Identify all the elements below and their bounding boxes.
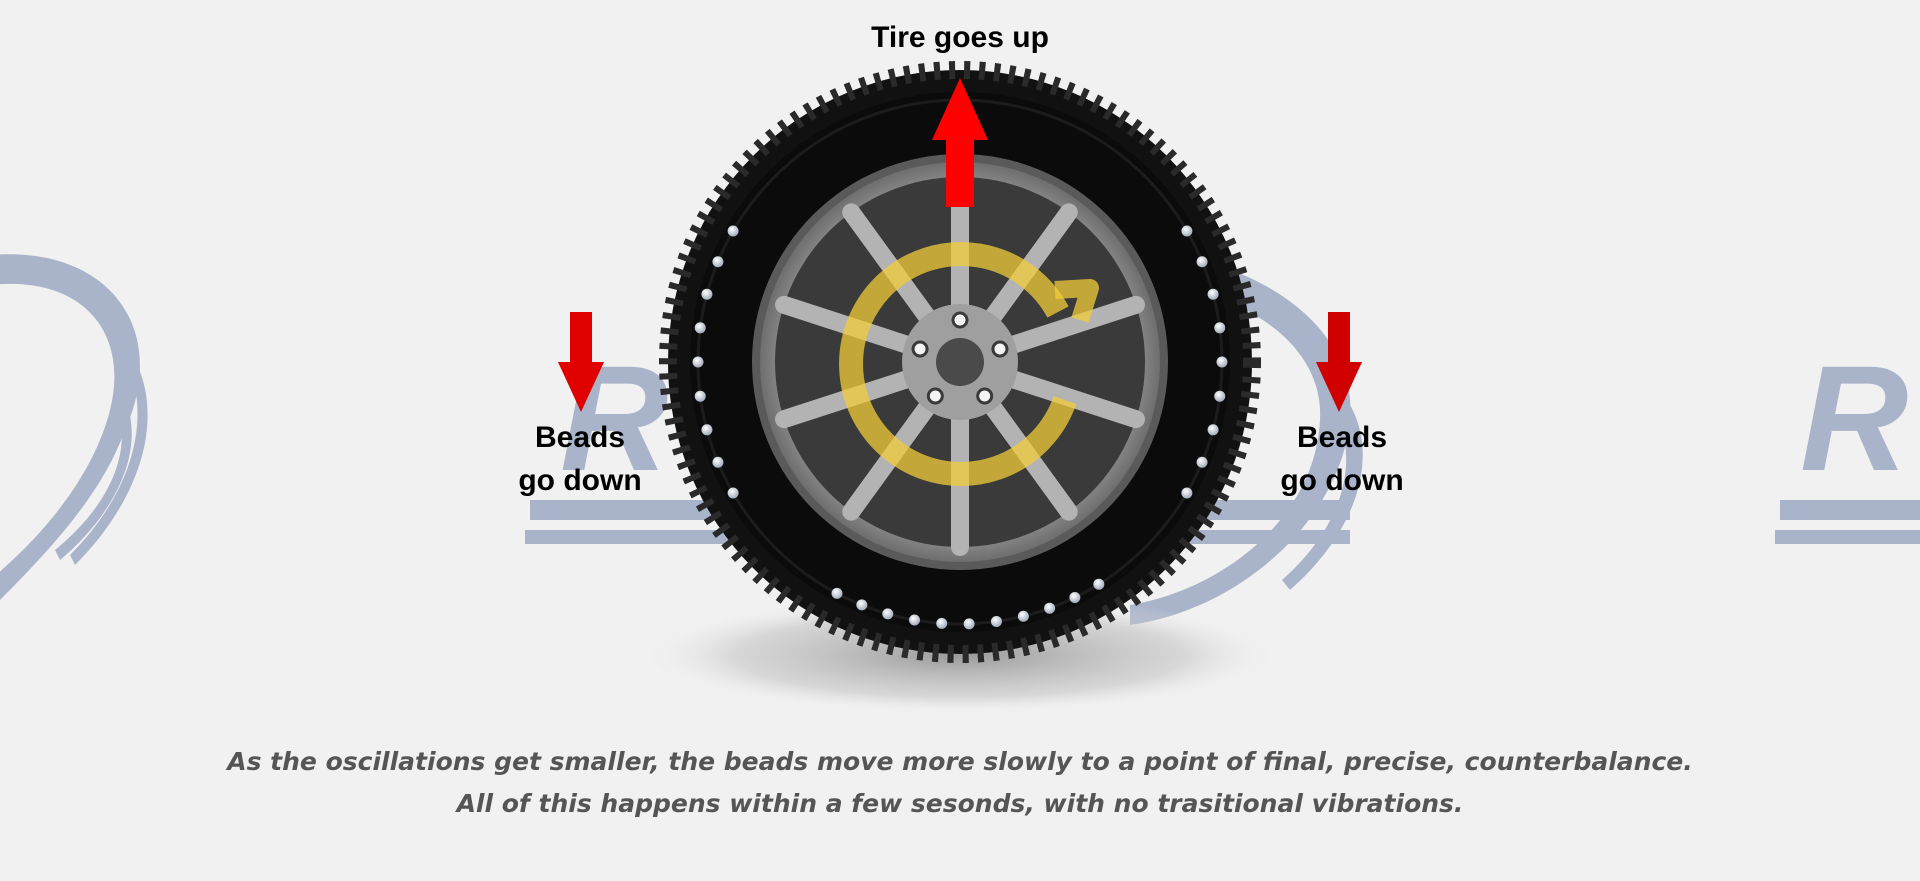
- bead-icon: [1208, 289, 1219, 300]
- lug-nut-icon: [993, 342, 1007, 356]
- bead-icon: [712, 256, 723, 267]
- top-label-text: Tire goes up: [840, 18, 1080, 58]
- bead-icon: [701, 424, 712, 435]
- bead-icon: [1214, 322, 1225, 333]
- tire-goes-up-label: Tire goes up: [840, 18, 1080, 58]
- bead-icon: [882, 608, 893, 619]
- bead-icon: [693, 357, 704, 368]
- right-label-line2: go down: [1252, 459, 1432, 502]
- bead-icon: [964, 618, 975, 629]
- watermark-letter-right: R: [1800, 334, 1908, 502]
- lug-nut-icon: [953, 313, 967, 327]
- right-label-line1: Beads: [1252, 416, 1432, 459]
- bead-icon: [1044, 603, 1055, 614]
- bead-icon: [1197, 256, 1208, 267]
- left-label-line2: go down: [490, 459, 670, 502]
- bead-icon: [695, 322, 706, 333]
- bead-icon: [909, 615, 920, 626]
- lug-nut-icon: [928, 389, 942, 403]
- bead-icon: [701, 289, 712, 300]
- caption: As the oscillations get smaller, the bea…: [0, 741, 1920, 825]
- left-label-line1: Beads: [490, 416, 670, 459]
- bead-icon: [1181, 226, 1192, 237]
- bead-icon: [1069, 592, 1080, 603]
- bead-icon: [728, 488, 739, 499]
- bead-icon: [1208, 424, 1219, 435]
- bead-icon: [831, 588, 842, 599]
- bead-icon: [936, 618, 947, 629]
- bead-icon: [712, 457, 723, 468]
- bead-icon: [856, 599, 867, 610]
- bead-icon: [1197, 457, 1208, 468]
- bead-icon: [1214, 391, 1225, 402]
- right-beads-label: Beads go down: [1252, 416, 1432, 502]
- caption-line1: As the oscillations get smaller, the bea…: [0, 741, 1920, 783]
- bead-icon: [728, 226, 739, 237]
- bead-icon: [1217, 357, 1228, 368]
- lug-nut-icon: [913, 342, 927, 356]
- left-beads-label: Beads go down: [490, 416, 670, 502]
- bead-icon: [1181, 488, 1192, 499]
- bead-icon: [1093, 579, 1104, 590]
- lug-nut-icon: [978, 389, 992, 403]
- bead-icon: [1018, 611, 1029, 622]
- bead-icon: [695, 391, 706, 402]
- bead-icon: [991, 616, 1002, 627]
- caption-line2: All of this happens within a few sesonds…: [0, 783, 1920, 825]
